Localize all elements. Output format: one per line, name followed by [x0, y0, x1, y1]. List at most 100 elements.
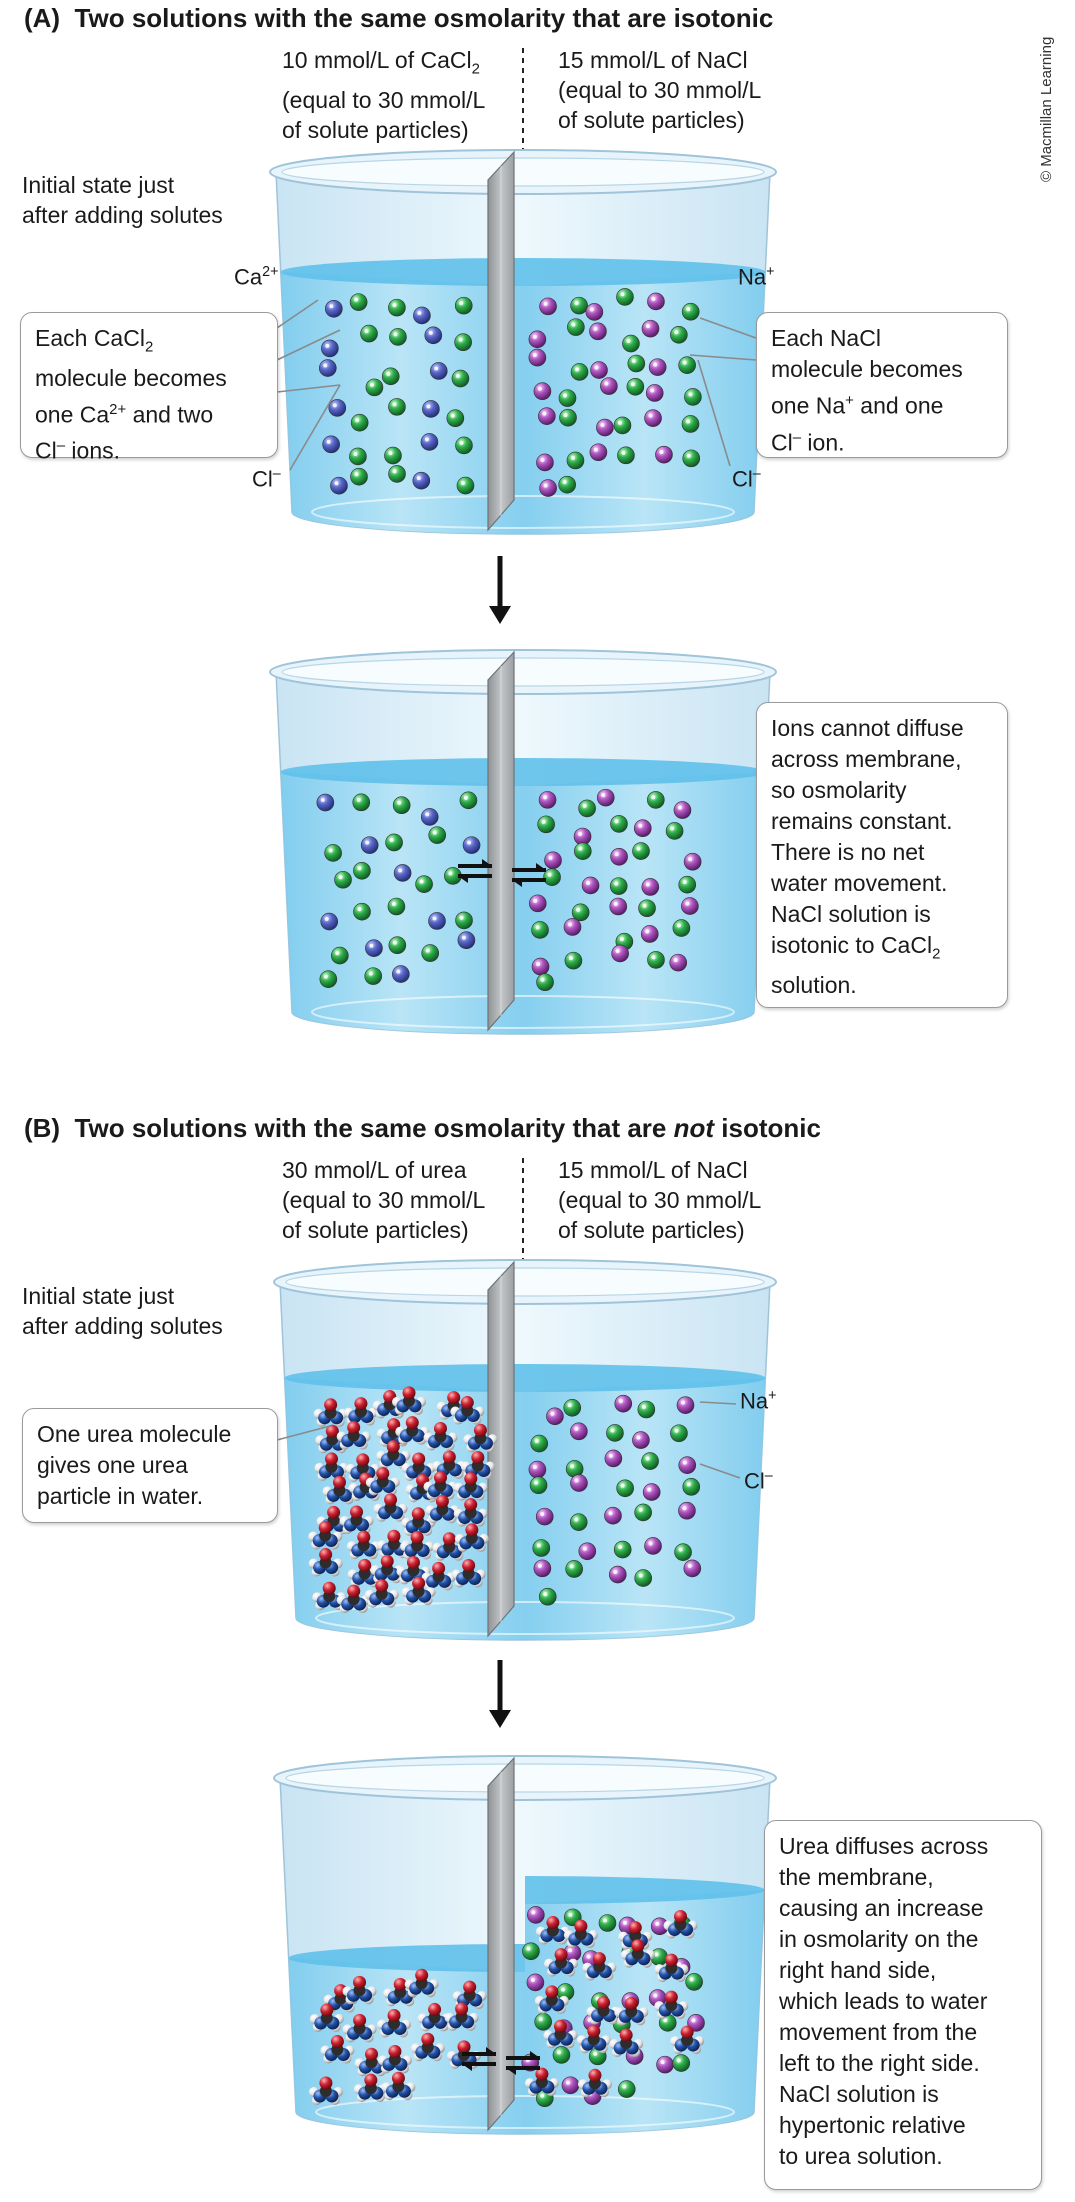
copyright-notice: © Macmillan Learning: [1038, 36, 1055, 182]
cl-ion: [565, 1560, 583, 1578]
urea-o-atom: [592, 1952, 606, 1966]
ion-highlight: [614, 819, 619, 824]
ca-ion: [322, 435, 340, 454]
ion-highlight: [678, 1547, 683, 1552]
ion-highlight: [613, 902, 618, 907]
text: one Na: [771, 392, 846, 419]
equilibrium-arrow-head: [530, 2051, 540, 2058]
na-ion: [600, 377, 618, 395]
ion-highlight: [335, 951, 340, 956]
ion-highlight: [642, 903, 647, 908]
ion-highlight: [324, 917, 329, 922]
right-water-surface: [525, 1876, 765, 1904]
ion-highlight: [392, 940, 397, 945]
ion-highlight: [570, 455, 575, 460]
left-solution-line1: 10 mmol/L of CaCl2: [282, 45, 485, 85]
na-ion: [539, 297, 557, 316]
cl-ion: [543, 868, 561, 886]
ion-highlight: [562, 393, 567, 398]
ion-highlight: [617, 420, 622, 425]
ion-highlight: [532, 1465, 537, 1470]
ion-highlight: [392, 402, 397, 407]
ion-highlight: [398, 868, 403, 873]
ion-highlight: [328, 848, 333, 853]
ion-charge: –: [272, 466, 281, 482]
equilibrium-arrow-head: [486, 2047, 496, 2054]
cl-ion: [421, 944, 440, 962]
ion-highlight: [540, 457, 545, 462]
initial-state-line2: after adding solutes: [22, 202, 223, 228]
cl-ion: [365, 378, 384, 397]
ca-ion: [428, 912, 446, 930]
ion-highlight: [686, 1482, 691, 1487]
equilibrium-arrow-head: [512, 880, 522, 887]
urea-o-atom: [442, 1450, 456, 1464]
cl-ion: [454, 296, 473, 315]
cl-ion: [638, 899, 656, 918]
ion-highlight: [620, 1483, 625, 1488]
cl-ion-label-left: Cl–: [252, 466, 281, 492]
ion-highlight: [459, 915, 464, 920]
urea-o-atom: [664, 1953, 678, 1967]
equilibrium-arrow-head: [536, 863, 546, 870]
cl-ion: [456, 476, 475, 495]
na-ion-label-b: Na+: [740, 1388, 776, 1414]
cl-ion: [606, 1424, 624, 1442]
ion-highlight: [393, 332, 398, 337]
cl-ion: [392, 796, 411, 815]
ion-highlight: [586, 880, 591, 885]
urea-o-atom: [432, 1561, 446, 1575]
ion-highlight: [389, 837, 394, 842]
na-ion: [645, 384, 664, 402]
callout-leader: [289, 384, 341, 471]
beaker-base-highlight: [311, 495, 735, 529]
nacl-dissociation-callout: Each NaCl molecule becomes one Na+ and o…: [756, 312, 1008, 458]
cl-ion: [387, 897, 406, 916]
ion-highlight: [536, 1543, 541, 1548]
ion-highlight: [563, 413, 568, 418]
ion-highlight: [534, 1480, 539, 1485]
panel-a-beaker-initial: [269, 48, 777, 624]
ca-ion: [328, 399, 347, 417]
urea-o-atom: [384, 1493, 398, 1507]
urea-o-atom: [411, 1507, 425, 1521]
callout-line2: gives one urea: [37, 1452, 188, 1478]
na-ion: [683, 1559, 702, 1578]
ion-highlight: [332, 403, 337, 408]
cl-ion: [622, 334, 640, 353]
ion-highlight: [547, 872, 552, 877]
cl-ion: [530, 1434, 549, 1453]
result-line2: the membrane,: [779, 1864, 934, 1890]
cl-ion: [685, 1973, 703, 1991]
na-ion: [533, 382, 552, 401]
ion-highlight: [369, 382, 374, 387]
ca-ion: [412, 471, 431, 490]
panel-b-left-solution-label: 30 mmol/L of urea (equal to 30 mmol/L of…: [282, 1155, 485, 1245]
callout-line2: molecule becomes: [771, 356, 963, 382]
ion-highlight: [459, 440, 464, 445]
subscript: 2: [144, 338, 154, 356]
ion-symbol: Ca: [234, 264, 263, 290]
ion-highlight: [638, 823, 643, 828]
ion-highlight: [355, 418, 360, 423]
na-ion: [655, 445, 673, 464]
ca-ion: [320, 912, 339, 931]
ion-highlight: [600, 423, 605, 428]
na-ion: [526, 1973, 545, 1992]
na-ion: [589, 443, 608, 462]
cl-ion: [647, 791, 665, 809]
result-line4: in osmolarity on the: [779, 1926, 979, 1952]
equilibrium-arrow-head: [506, 2068, 516, 2075]
ion-highlight: [594, 365, 599, 370]
ion-highlight: [396, 969, 401, 974]
superscript: –: [56, 437, 66, 455]
ion-highlight: [589, 307, 594, 312]
na-ion: [676, 1396, 695, 1414]
subscript: 2: [932, 945, 941, 963]
urea-o-atom: [391, 2071, 405, 2085]
ion-highlight: [326, 439, 331, 444]
na-ion-label: Na+: [738, 264, 774, 290]
ion-highlight: [691, 2018, 696, 2023]
